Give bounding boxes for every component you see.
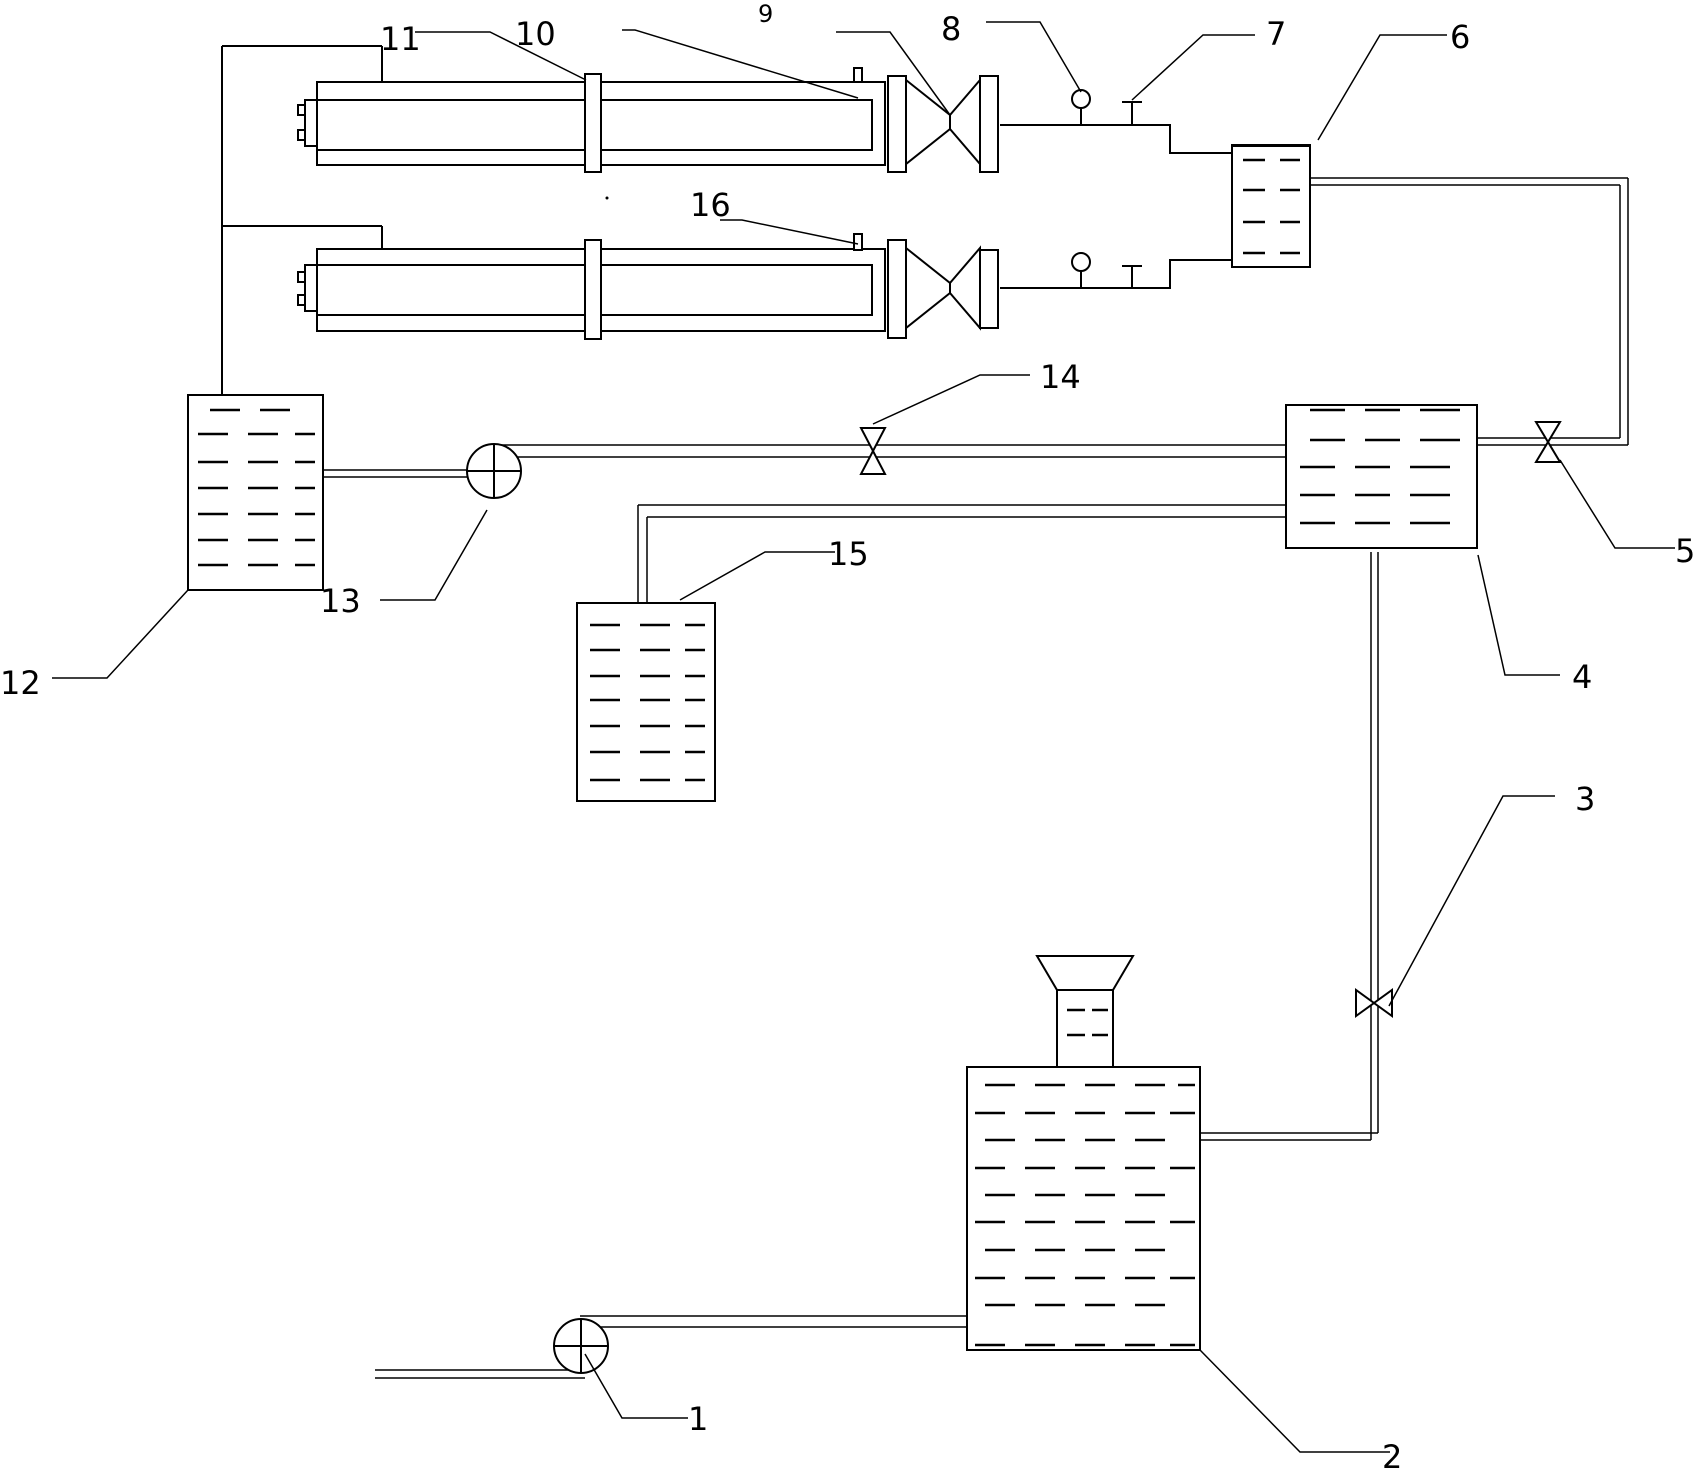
label-7: 7: [1266, 15, 1286, 53]
label-4: 4: [1572, 658, 1592, 696]
label-8: 8: [941, 10, 961, 48]
flange-11: [584, 73, 602, 173]
valve-icon-5: [1534, 421, 1562, 463]
label-15: 15: [828, 535, 869, 573]
valve-icon-3: [1355, 988, 1393, 1018]
label-3: 3: [1575, 780, 1595, 818]
label-1: 1: [688, 1400, 708, 1438]
leader-lines: [52, 21, 1675, 1453]
label-10: 10: [515, 15, 556, 53]
tank-6: [1231, 144, 1311, 268]
label-9: 9: [758, 0, 773, 28]
valve-icon-14: [859, 427, 887, 475]
pressure-gauge-8: [1071, 89, 1091, 109]
reactor-tube-upper: [297, 67, 1142, 173]
pump-icon-1: [553, 1318, 609, 1374]
tank-4: [1285, 404, 1478, 549]
label-14: 14: [1040, 358, 1081, 396]
tank-15: [576, 602, 716, 802]
label-13: 13: [320, 582, 361, 620]
tank-2-liquid: [975, 1083, 1195, 1347]
reactor-tube-lower: [297, 233, 1142, 340]
tank-2: [966, 955, 1201, 1351]
label-6: 6: [1450, 18, 1470, 56]
pump-icon-13: [466, 443, 522, 499]
tank-12: [187, 394, 324, 591]
label-16: 16: [690, 186, 731, 224]
port-10: [853, 67, 863, 83]
port-16: [853, 233, 863, 251]
pipelines: [221, 45, 1629, 1379]
label-12: 12: [0, 664, 41, 702]
label-11: 11: [380, 20, 421, 58]
label-5: 5: [1675, 532, 1695, 570]
venturi-9: [905, 77, 951, 167]
label-2: 2: [1382, 1438, 1402, 1472]
